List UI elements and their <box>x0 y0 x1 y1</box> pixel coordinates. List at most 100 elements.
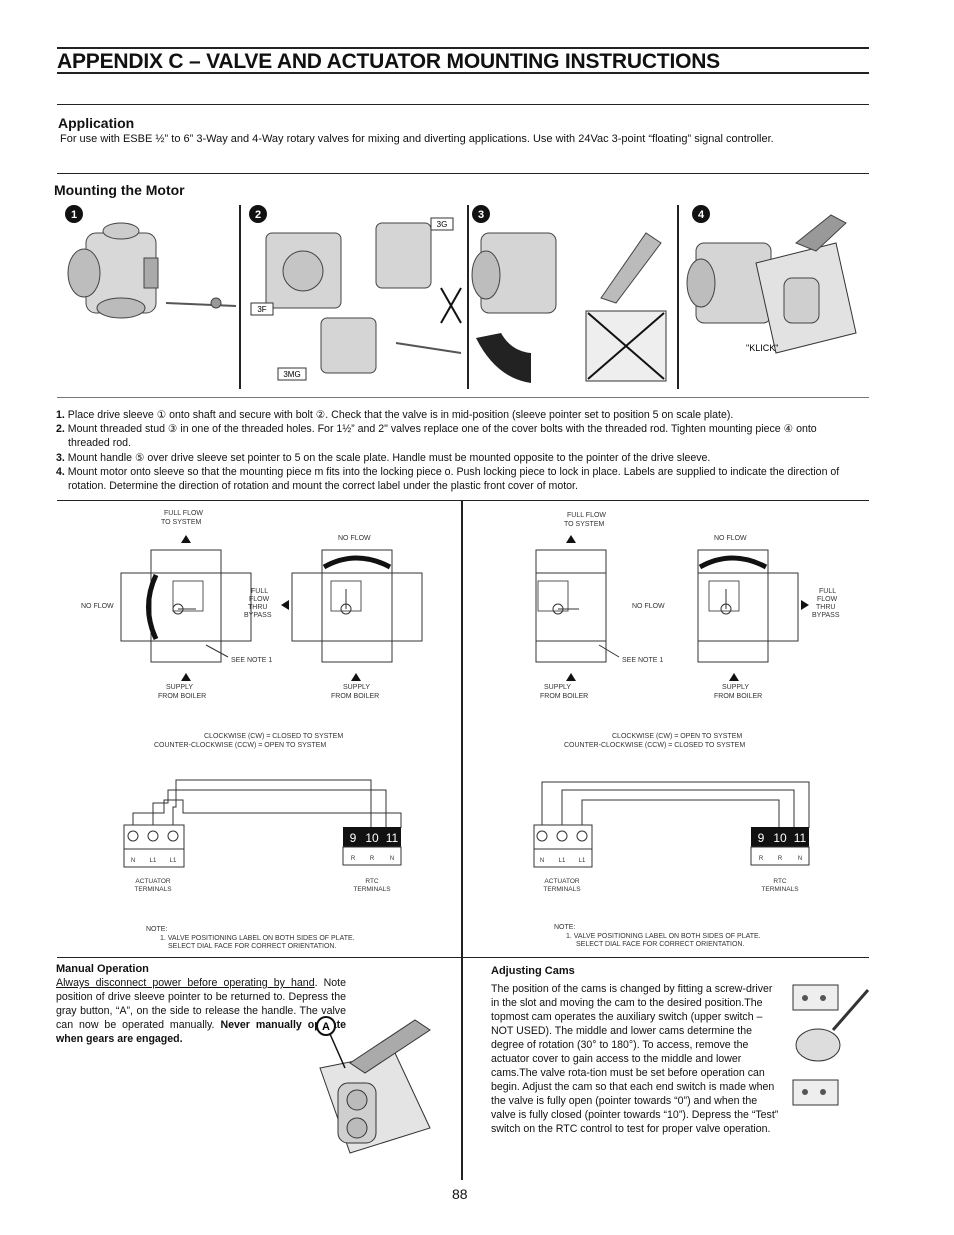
svg-text:NO FLOW: NO FLOW <box>81 603 114 610</box>
svg-text:SUPPLY: SUPPLY <box>343 684 370 691</box>
lower-rule <box>57 957 869 958</box>
svg-text:FULL: FULL <box>251 588 268 595</box>
svg-text:N: N <box>540 858 544 864</box>
svg-text:10: 10 <box>773 831 787 845</box>
svg-text:FULL: FULL <box>819 588 836 595</box>
svg-text:THRU: THRU <box>816 604 835 611</box>
svg-text:FULL FLOW: FULL FLOW <box>567 512 606 519</box>
svg-text:TERMINALS: TERMINALS <box>353 886 391 893</box>
application-heading: Application <box>58 115 135 131</box>
cams-text: The position of the cams is changed by f… <box>491 983 779 1135</box>
svg-text:BYPASS: BYPASS <box>244 612 272 619</box>
svg-text:9: 9 <box>758 831 765 845</box>
svg-text:ACTUATOR: ACTUATOR <box>135 878 170 885</box>
manual-heading: Manual Operation <box>56 963 149 975</box>
svg-text:ACTUATOR: ACTUATOR <box>544 878 579 885</box>
adjusting-cams: Adjusting Cams The position of the cams … <box>491 964 853 1136</box>
svg-text:TERMINALS: TERMINALS <box>134 886 172 893</box>
svg-text:R: R <box>351 856 356 862</box>
svg-text:TO SYSTEM: TO SYSTEM <box>161 519 201 526</box>
panel-3: 3 <box>471 205 667 383</box>
svg-text:1. VALVE POSITIONING LABEL ON: 1. VALVE POSITIONING LABEL ON BOTH SIDES… <box>160 935 355 942</box>
svg-text:TERMINALS: TERMINALS <box>543 886 581 893</box>
svg-text:BYPASS: BYPASS <box>812 612 840 619</box>
svg-text:N: N <box>390 856 394 862</box>
svg-text:NO FLOW: NO FLOW <box>714 535 747 542</box>
panel-2: 2 3G 3F 3MG <box>249 205 462 381</box>
svg-text:11: 11 <box>386 831 399 845</box>
step-3-badge <box>472 205 490 223</box>
svg-text:FLOW: FLOW <box>817 596 838 603</box>
step-4-badge <box>692 205 710 223</box>
svg-text:NO FLOW: NO FLOW <box>338 535 371 542</box>
manual-text: Always disconnect power before operating… <box>56 977 347 1045</box>
svg-text:SEE NOTE 1: SEE NOTE 1 <box>231 657 272 664</box>
svg-text:SUPPLY: SUPPLY <box>544 684 571 691</box>
cams-illustration <box>792 984 870 1106</box>
title-top-rule <box>57 47 869 49</box>
svg-text:L1: L1 <box>150 858 157 864</box>
svg-text:R: R <box>370 856 375 862</box>
svg-text:TERMINALS: TERMINALS <box>761 886 799 893</box>
svg-text:NOTE:: NOTE: <box>554 924 575 931</box>
svg-text:1. VALVE POSITIONING LABEL ON: 1. VALVE POSITIONING LABEL ON BOTH SIDES… <box>566 933 761 940</box>
svg-text:TO SYSTEM: TO SYSTEM <box>564 521 604 528</box>
step-2: 2. Mount threaded stud ③ in one of the t… <box>56 423 817 450</box>
manual-operation: Manual Operation Always disconnect power… <box>56 962 346 1046</box>
mounting-heading: Mounting the Motor <box>54 182 185 198</box>
svg-text:L1: L1 <box>170 858 177 864</box>
step-3: 3. Mount handle ⑤ over drive sleeve set … <box>56 451 711 464</box>
steps-top-rule <box>57 397 869 398</box>
label-3mg: 3MG <box>283 370 300 379</box>
svg-text:FROM BOILER: FROM BOILER <box>540 693 588 700</box>
mounting-illustrations: 1 2 3G 3F 3MG 3 <box>65 205 857 389</box>
svg-text:N: N <box>131 858 135 864</box>
step-1-number: 1 <box>71 209 77 221</box>
svg-text:SUPPLY: SUPPLY <box>722 684 749 691</box>
label-3f: 3F <box>257 305 266 314</box>
step-1: 1. Place drive sleeve ① onto shaft and s… <box>56 409 734 421</box>
svg-text:SELECT DIAL FACE FOR CORRECT O: SELECT DIAL FACE FOR CORRECT ORIENTATION… <box>168 943 336 950</box>
center-divider <box>461 500 463 1180</box>
svg-text:COUNTER-CLOCKWISE (CCW) = CLOS: COUNTER-CLOCKWISE (CCW) = CLOSED TO SYST… <box>564 742 745 749</box>
svg-text:SUPPLY: SUPPLY <box>166 684 193 691</box>
step-4-number: 4 <box>698 209 705 221</box>
svg-text:CLOCKWISE (CW) = OPEN TO SYSTE: CLOCKWISE (CW) = OPEN TO SYSTEM <box>612 733 742 740</box>
step-1-badge <box>65 205 83 223</box>
svg-text:FULL FLOW: FULL FLOW <box>164 510 203 517</box>
svg-text:L1: L1 <box>559 858 566 864</box>
svg-text:NO FLOW: NO FLOW <box>632 603 665 610</box>
mounting-steps: 1. Place drive sleeve ① onto shaft and s… <box>56 408 856 493</box>
svg-text:R: R <box>778 856 783 862</box>
step-3-number: 3 <box>478 209 484 221</box>
manual-handle-illustration: A <box>316 1016 431 1154</box>
svg-text:CLOCKWISE (CW) = CLOSED TO SYS: CLOCKWISE (CW) = CLOSED TO SYSTEM <box>204 733 343 740</box>
label-klick: "KLICK" <box>746 343 778 353</box>
cams-heading: Adjusting Cams <box>491 965 575 977</box>
svg-text:FROM BOILER: FROM BOILER <box>331 693 379 700</box>
svg-text:N: N <box>798 856 802 862</box>
svg-text:THRU: THRU <box>248 604 267 611</box>
svg-text:SELECT DIAL FACE FOR CORRECT O: SELECT DIAL FACE FOR CORRECT ORIENTATION… <box>576 941 744 948</box>
panel-4: 4 "KLICK" <box>686 205 857 354</box>
svg-text:RTC: RTC <box>773 878 787 885</box>
svg-text:FROM BOILER: FROM BOILER <box>714 693 762 700</box>
panel-1: 1 <box>65 205 237 319</box>
svg-text:9: 9 <box>350 831 357 845</box>
application-rule <box>57 104 869 105</box>
svg-text:L1: L1 <box>579 858 586 864</box>
svg-text:10: 10 <box>365 831 379 845</box>
label-3g: 3G <box>437 220 448 229</box>
svg-text:FROM BOILER: FROM BOILER <box>158 693 206 700</box>
label-a: A <box>322 1021 330 1033</box>
svg-text:SEE NOTE 1: SEE NOTE 1 <box>622 657 663 664</box>
page-title: APPENDIX C – VALVE AND ACTUATOR MOUNTING… <box>57 50 720 73</box>
svg-text:NOTE:: NOTE: <box>146 926 167 933</box>
svg-text:COUNTER-CLOCKWISE (CCW) = OPEN: COUNTER-CLOCKWISE (CCW) = OPEN TO SYSTEM <box>154 742 326 749</box>
svg-text:FLOW: FLOW <box>249 596 270 603</box>
title-underline <box>57 72 869 74</box>
svg-text:R: R <box>759 856 764 862</box>
step-4: 4. Mount motor onto sleeve so that the m… <box>56 465 840 493</box>
wiring-diagram-right: FULL FLOW TO SYSTEM NO FLOW SEE NOTE 1 S… <box>533 512 840 948</box>
mounting-rule <box>57 173 869 174</box>
